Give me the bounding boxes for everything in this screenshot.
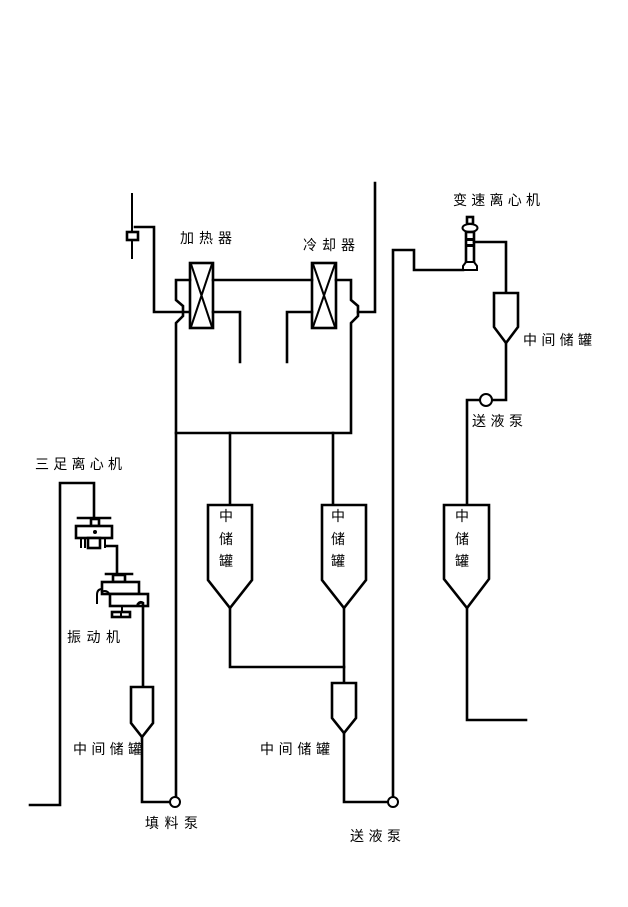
tank-char: 中	[219, 509, 233, 525]
storage-tank-left: 中 储 罐	[206, 503, 254, 611]
transfer-pump-bottom-label: 送液泵	[350, 829, 401, 845]
tank-char: 中	[331, 509, 345, 525]
centrifuge-base	[462, 261, 478, 271]
tank-char: 储	[331, 532, 345, 548]
three-leg-centrifuge: 三足离心机	[35, 456, 122, 550]
centrifuge-cap	[465, 215, 475, 226]
transfer-pump-right: 送液泵	[472, 393, 523, 430]
cooler-outlet-pipe	[356, 181, 377, 314]
spindle-band	[466, 244, 474, 247]
tank-char: 储	[455, 532, 469, 548]
pump-icon	[479, 393, 493, 407]
center-tank-to-pump-pipe	[342, 731, 390, 804]
pump-icon	[387, 796, 399, 808]
intermediate-tank-right-label: 中间储罐	[523, 333, 592, 349]
circulation-piping	[174, 181, 377, 798]
variable-speed-centrifuge: 变速离心机	[453, 192, 540, 271]
heater: 加热器	[180, 231, 232, 330]
tank-body	[320, 503, 368, 611]
centrifuge-spindle	[464, 230, 476, 265]
tank-body	[492, 291, 520, 346]
right-tank-to-pump-pipe	[490, 341, 508, 402]
three-leg-centrifuge-label: 三足离心机	[35, 456, 122, 473]
right-storage-outlet-pipe	[465, 606, 528, 722]
centrifuge-outlet-pipe	[472, 240, 508, 295]
centrifuge-outlet-box	[86, 536, 102, 550]
heater-outlet-pipe	[211, 310, 242, 364]
storage-tank-middle: 中 储 罐	[320, 503, 368, 611]
tank-body	[442, 503, 491, 611]
transfer-pump-right-label: 送液泵	[472, 414, 523, 430]
tank-merge-pipe	[228, 606, 346, 669]
vibrator-hook	[100, 590, 111, 596]
filling-pump: 填料泵	[145, 796, 198, 832]
tank-char: 储	[219, 532, 233, 548]
tank-body	[330, 681, 358, 736]
intermediate-tank-center: 中间储罐	[260, 681, 358, 758]
inlet-valve	[125, 193, 192, 314]
centrifuge-to-vibrator-pipe	[104, 544, 119, 575]
vibrator-hook	[96, 588, 103, 604]
filling-pump-label: 填料泵	[145, 816, 198, 832]
vibrator-outlet-pipe	[136, 600, 145, 689]
intermediate-tank-right: 中间储罐	[492, 291, 592, 349]
heater-cross-line	[190, 263, 213, 328]
cooler-label: 冷却器	[303, 238, 355, 254]
left-return-pipe	[174, 278, 192, 798]
pump-icon	[169, 796, 181, 808]
vibrating-machine: 振动机	[67, 572, 150, 646]
transfer-pump-bottom: 送液泵	[350, 796, 401, 845]
tank-body	[129, 685, 155, 740]
centrifuge-dot	[93, 530, 97, 534]
transfer-riser-pipe	[391, 248, 465, 799]
tank-body	[206, 503, 254, 611]
valve-body-icon	[125, 230, 140, 242]
inlet-pipe	[133, 225, 192, 314]
variable-speed-centrifuge-label: 变速离心机	[453, 192, 540, 209]
storage-tank-right: 中 储 罐	[442, 503, 491, 611]
tank-char: 中	[455, 509, 469, 525]
tank-char: 罐	[455, 554, 469, 570]
left-tank-to-pump-pipe	[140, 735, 172, 804]
tank-char: 罐	[331, 554, 345, 570]
left-feed-pipe	[28, 481, 96, 807]
tank-char: 罐	[219, 554, 233, 570]
cooler-inlet-pipe	[285, 310, 314, 364]
right-pump-discharge-pipe	[465, 398, 482, 507]
intermediate-tank-left-label: 中间储罐	[73, 742, 142, 758]
heater-label: 加热器	[180, 231, 232, 247]
cooler-cross-line	[312, 263, 336, 328]
spindle-band	[466, 238, 474, 241]
vibrating-machine-label: 振动机	[67, 630, 120, 646]
intermediate-tank-center-label: 中间储罐	[260, 742, 330, 758]
cooler: 冷却器	[303, 238, 355, 330]
